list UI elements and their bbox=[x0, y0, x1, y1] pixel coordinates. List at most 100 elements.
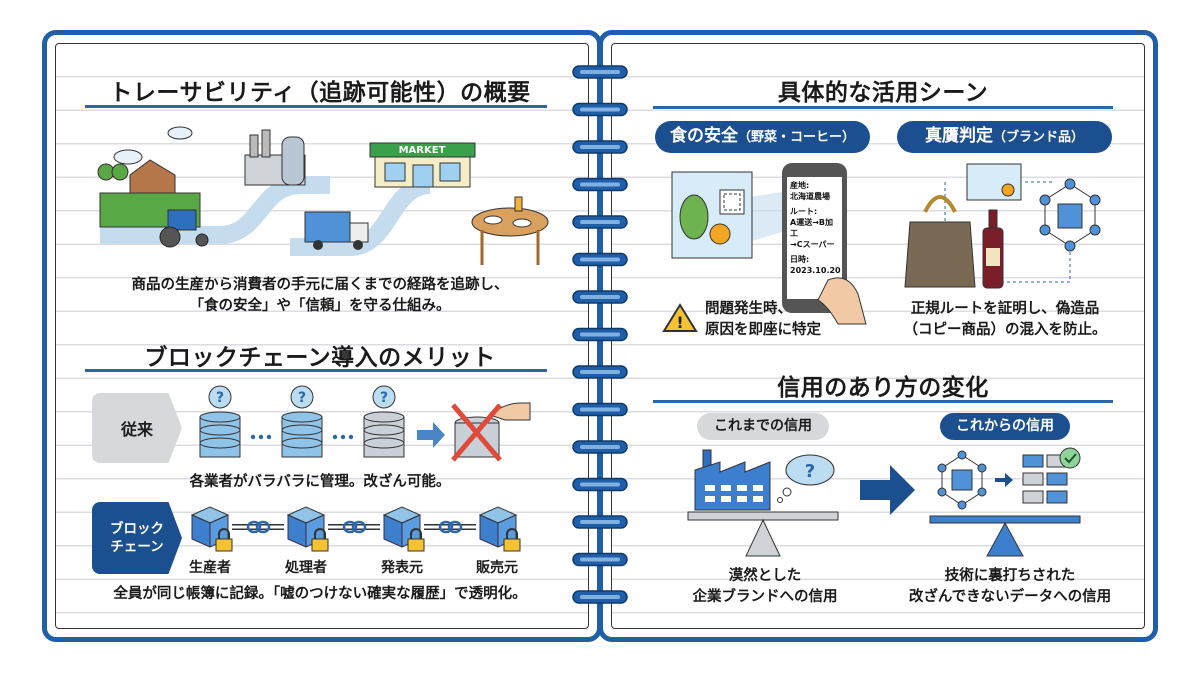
spiral-ring bbox=[572, 177, 628, 192]
overview-title: トレーサビリティ（追跡可能性）の概要 bbox=[109, 80, 531, 106]
blockchain-network-icon bbox=[937, 450, 987, 510]
block-icon bbox=[190, 506, 233, 552]
old-trust-pill: これまでの信用 bbox=[697, 413, 829, 440]
conventional-tag: 従来 bbox=[92, 393, 182, 463]
trust-title-rule bbox=[653, 400, 1113, 403]
chain-label-publisher: 発表元 bbox=[381, 560, 423, 576]
old-scale-beam bbox=[687, 511, 839, 521]
factory-icon bbox=[244, 129, 306, 186]
auth-caption-line1: 正規ルートを証明し、偽造品 bbox=[910, 301, 1100, 317]
conventional-tag-label: 従来 bbox=[120, 420, 153, 439]
phone-screen-line: ルート: bbox=[790, 207, 818, 216]
spiral-ring bbox=[572, 140, 628, 154]
blockchain-tag-line1: ブロック bbox=[110, 521, 164, 537]
blockchain-tag-line2: チェーン bbox=[110, 539, 164, 555]
question-bubble-icon: ? bbox=[372, 385, 396, 409]
overview-title-rule bbox=[85, 105, 547, 108]
trust-illustration: ? bbox=[687, 447, 1081, 557]
phone-screen-line: 産地: bbox=[790, 181, 810, 190]
authenticity-pill-sub: （ブランド品） bbox=[992, 130, 1084, 145]
old-scale-fulcrum bbox=[745, 518, 781, 557]
auth-caption-line2: （コピー商品）の混入を防止。 bbox=[903, 322, 1107, 338]
conventional-databases: ??? bbox=[199, 385, 531, 462]
trust-title: 信用のあり方の変化 bbox=[777, 375, 989, 401]
chain-link-icon bbox=[232, 520, 284, 534]
tractor-icon bbox=[159, 209, 209, 248]
chain-label-producer: 生産者 bbox=[189, 560, 231, 576]
small-arrow-right-icon bbox=[995, 473, 1013, 487]
old-trust-caption-line2: 企業ブランドへの信用 bbox=[692, 589, 838, 605]
block-icon bbox=[382, 506, 425, 552]
phone-screen-line: A運送→B加工 bbox=[790, 218, 833, 238]
authenticity-illustration bbox=[904, 163, 1101, 289]
spiral-ring bbox=[572, 552, 628, 567]
phone-screen-line: 日時: bbox=[790, 255, 810, 264]
merits-title: ブロックチェーン導入のメリット bbox=[144, 345, 496, 371]
chain-label-seller: 販売元 bbox=[476, 560, 518, 576]
padlock-icon bbox=[215, 528, 233, 552]
thought-cloud-question-icon: ? bbox=[777, 454, 835, 503]
handbag-icon bbox=[904, 195, 976, 288]
svg-text:!: ! bbox=[676, 313, 683, 332]
warning-icon: ! bbox=[662, 303, 698, 332]
svg-text:?: ? bbox=[805, 461, 815, 482]
cloud-icon bbox=[113, 126, 193, 165]
dining-table-icon bbox=[471, 196, 549, 265]
wine-bottle-icon bbox=[982, 209, 1004, 289]
spiral-ring bbox=[572, 102, 628, 117]
spiral-ring bbox=[572, 65, 628, 79]
use-cases-title: 具体的な活用シーン bbox=[777, 80, 989, 106]
padlock-icon bbox=[407, 528, 425, 552]
verified-folders-icon bbox=[1022, 447, 1081, 504]
authenticity-pill: 真贋判定（ブランド品） bbox=[897, 121, 1112, 153]
question-bubble-icon: ? bbox=[208, 385, 232, 409]
ellipsis-dots bbox=[250, 434, 272, 440]
blockchain-tag: ブロック チェーン bbox=[92, 502, 182, 574]
food-caption-line1: 問題発生時、 bbox=[705, 301, 792, 317]
spiral-ring bbox=[572, 215, 628, 229]
phone-screen-line: 北海道農場 bbox=[790, 192, 830, 201]
overview-description-line2: 「食の安全」や「信頼」を守る仕組み。 bbox=[189, 298, 451, 314]
ellipsis-dots bbox=[332, 434, 354, 440]
chain-link-icon bbox=[328, 520, 380, 534]
spiral-ring bbox=[572, 440, 628, 454]
spiral-ring bbox=[572, 590, 628, 604]
food-safety-pill: 食の安全（野菜・コーヒー） bbox=[655, 121, 870, 153]
block-icon bbox=[286, 506, 329, 552]
truck-icon bbox=[304, 211, 369, 250]
market-sign: MARKET bbox=[399, 145, 446, 156]
use-cases-title-rule bbox=[653, 106, 1113, 109]
merits-title-rule bbox=[85, 369, 547, 372]
chain-link-icon bbox=[424, 520, 476, 534]
svg-text:?: ? bbox=[216, 390, 224, 406]
question-bubble-icon: ? bbox=[290, 385, 314, 409]
block-icon bbox=[478, 506, 521, 552]
spiral-ring bbox=[572, 477, 628, 492]
arrow-right-icon bbox=[417, 422, 445, 448]
new-scale-fulcrum bbox=[986, 521, 1024, 557]
market-icon bbox=[369, 142, 476, 188]
new-trust-caption-line2: 改ざんできないデータへの信用 bbox=[908, 589, 1112, 605]
blockchain-caption: 全員が同じ帳簿に記録。「嘘のつけない確実な履歴」で透明化。 bbox=[113, 586, 527, 602]
chain-label-processor: 処理者 bbox=[285, 560, 327, 576]
phone-screen-line: →Cスーパー bbox=[790, 240, 835, 249]
padlock-icon bbox=[311, 528, 329, 552]
vegetable-package-icon bbox=[671, 171, 782, 259]
database-icon: ? bbox=[281, 385, 323, 458]
factory-icon bbox=[694, 449, 771, 511]
blockchain-chain bbox=[190, 506, 521, 552]
database-icon: ? bbox=[363, 385, 405, 458]
food-safety-pill-label: 食の安全 bbox=[669, 126, 738, 146]
blockchain-network-icon bbox=[1039, 178, 1101, 252]
spiral-ring bbox=[572, 252, 628, 267]
spiral-ring bbox=[572, 365, 628, 379]
hand-icon bbox=[817, 277, 867, 325]
certificate-icon bbox=[966, 163, 1022, 201]
new-trust-caption-line1: 技術に裏打ちされた bbox=[944, 568, 1076, 584]
conventional-caption: 各業者がバラバラに管理。改ざん可能。 bbox=[189, 474, 451, 490]
overview-description-line1: 商品の生産から消費者の手元に届くまでの経路を追跡し、 bbox=[131, 277, 509, 293]
svg-text:?: ? bbox=[298, 390, 306, 406]
svg-text:?: ? bbox=[380, 390, 388, 406]
